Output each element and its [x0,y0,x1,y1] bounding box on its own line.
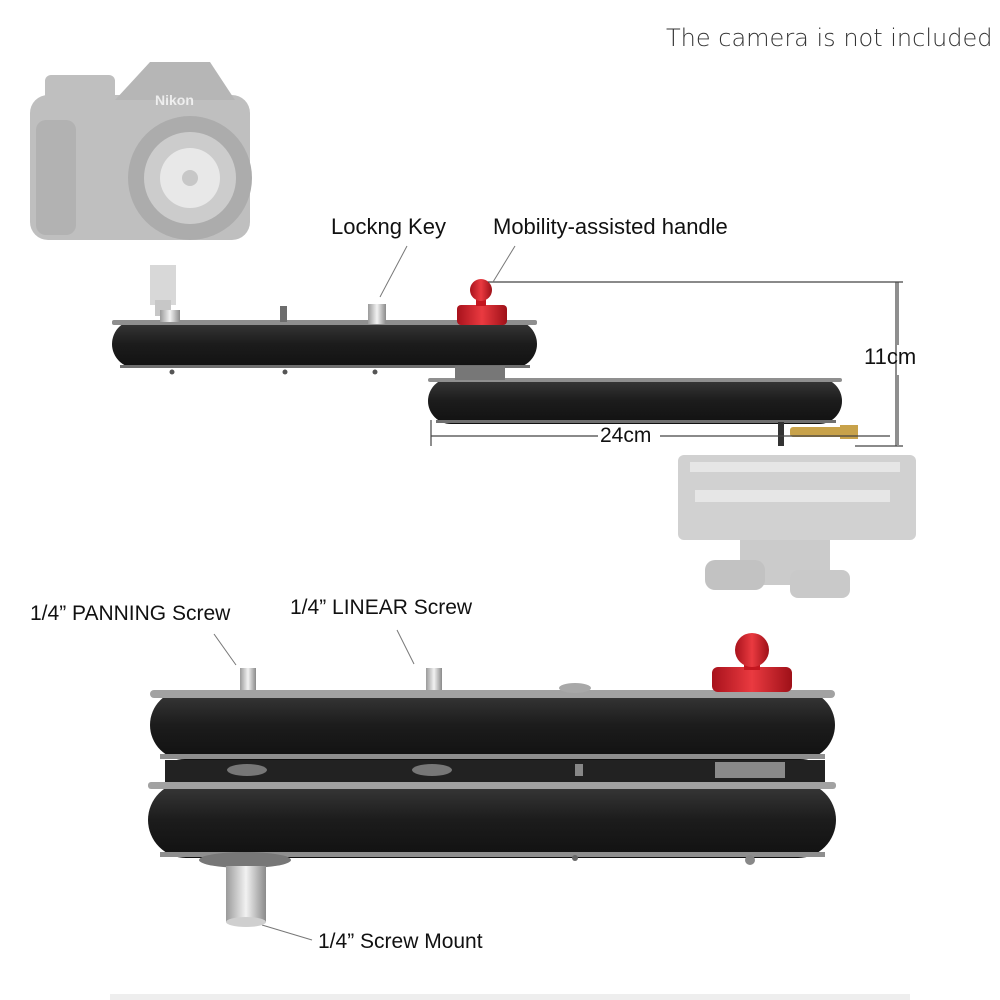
camera-not-included-notice: The camera is not included [666,24,993,52]
linear-screw-label: 1/4” LINEAR Screw [290,596,473,619]
locking-key-label: Lockng Key [331,214,446,239]
camera-image [30,62,252,316]
length-dimension-label: 24cm [600,424,652,447]
panning-screw-label: 1/4” PANNING Screw [30,602,231,625]
slider-upper-arm [112,304,537,375]
height-dimension-label: 11cm [864,344,917,369]
tripod-head-image [678,455,916,598]
slider-closed-view [148,633,836,927]
handle-top [457,279,507,325]
dimension-lines [430,281,903,447]
camera-brand-label: Nikon [155,92,194,108]
leader-lines [213,245,516,941]
bottom-strip [110,994,910,1000]
screw-mount-label: 1/4” Screw Mount [318,930,483,953]
handle-label: Mobility-assisted handle [493,214,728,239]
